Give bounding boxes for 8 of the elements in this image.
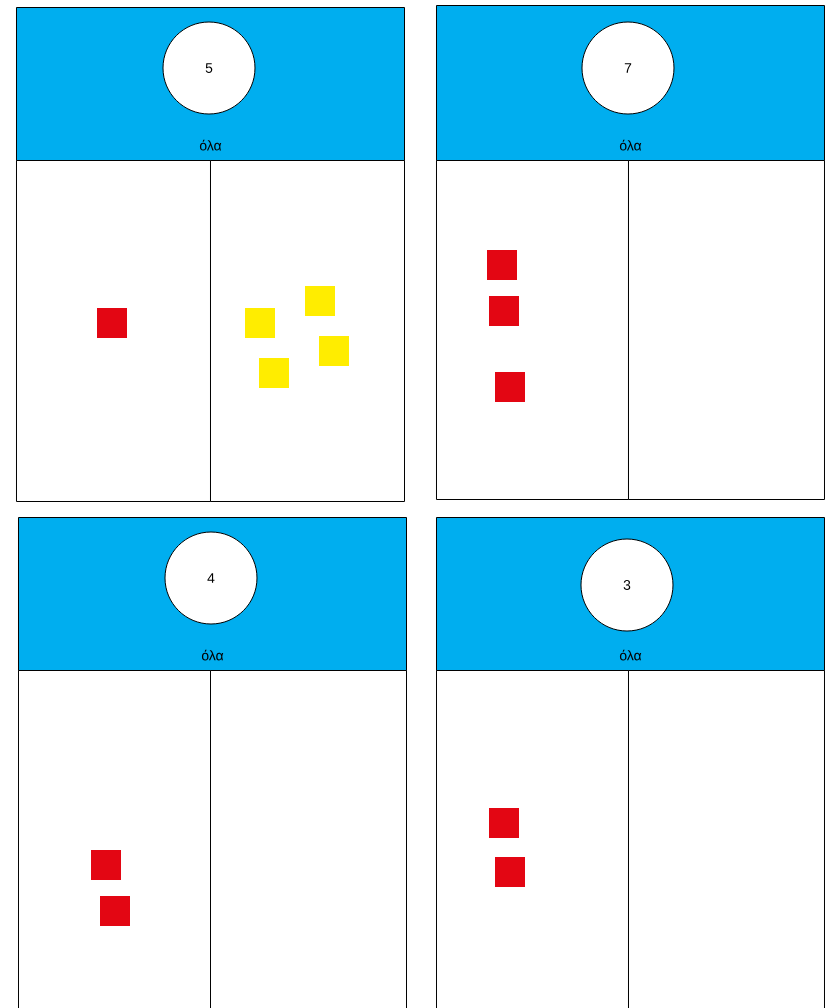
part-box <box>628 160 825 500</box>
part-box <box>436 160 629 500</box>
part-box <box>628 670 825 1008</box>
part-box <box>18 670 211 1008</box>
part-box <box>16 160 211 502</box>
part-box <box>210 160 405 502</box>
part-box <box>436 670 629 1008</box>
part-box <box>210 670 407 1008</box>
